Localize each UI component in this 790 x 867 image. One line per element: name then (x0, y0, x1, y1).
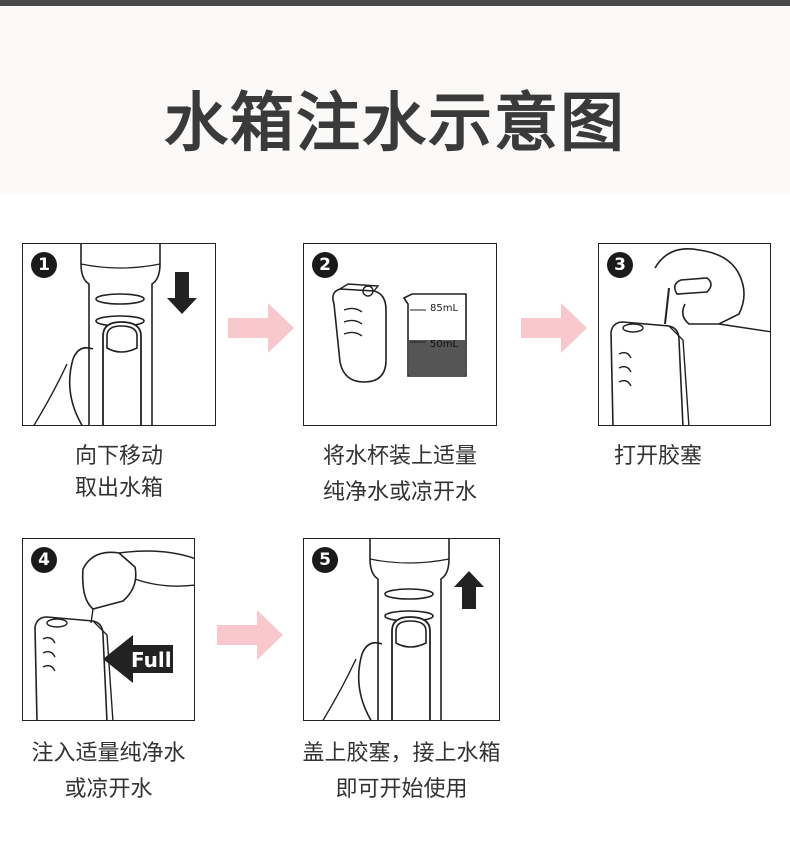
step-2-caption: 将水杯装上适量 纯净水或凉开水 (283, 441, 517, 509)
step-5-panel: 5 (303, 538, 500, 721)
step-1-panel: 1 (22, 243, 216, 426)
caption-line: 纯净水或凉开水 (322, 480, 477, 505)
step-1-badge: 1 (31, 252, 57, 278)
caption-line: 取出水箱 (74, 476, 163, 501)
left-arrow-icon (103, 635, 173, 683)
caption-line: 打开胶塞 (613, 444, 702, 469)
step-4-illustration: Full (34, 550, 194, 720)
step-4-caption: 注入适量纯净水 或凉开水 (2, 738, 215, 806)
caption-line: 注入适量纯净水 (31, 741, 186, 766)
step-3-caption: 打开胶塞 (578, 441, 738, 473)
step-3-illustration (610, 248, 770, 425)
caption-line: 向下移动 (74, 444, 163, 469)
step-5-caption: 盖上胶塞，接上水箱 即可开始使用 (283, 738, 520, 806)
header-band (0, 6, 790, 194)
step-3-panel: 3 (598, 243, 771, 426)
caption-line: 将水杯装上适量 (322, 444, 477, 469)
step-1-illustration (33, 244, 197, 425)
step-5-illustration (322, 539, 484, 720)
caption-line: 即可开始使用 (335, 777, 468, 802)
arrow-right-icon (521, 303, 587, 353)
step-2-panel: 85mL 50mL 2 (303, 243, 497, 426)
caption-line: 盖上胶塞，接上水箱 (302, 741, 501, 766)
arrow-right-icon (228, 303, 294, 353)
step-3-badge: 3 (607, 252, 633, 278)
step-2-badge: 2 (312, 252, 338, 278)
caption-line: 或凉开水 (64, 777, 153, 802)
step-4-panel: Full 4 (22, 538, 195, 721)
step-5-badge: 5 (312, 547, 338, 573)
step-2-illustration: 85mL 50mL (332, 283, 467, 383)
step-4-badge: 4 (31, 547, 57, 573)
step-1-caption: 向下移动 取出水箱 (22, 441, 216, 505)
cup-mark-50: 50mL (430, 339, 458, 350)
top-bar (0, 0, 790, 6)
cup-mark-85: 85mL (430, 303, 458, 314)
page-title: 水箱注水示意图 (164, 87, 626, 161)
full-label: Full (131, 648, 172, 672)
arrow-right-icon (217, 610, 283, 660)
down-arrow-icon (175, 272, 189, 298)
up-arrow-icon (454, 571, 484, 587)
pouring-cup-icon (81, 551, 137, 610)
